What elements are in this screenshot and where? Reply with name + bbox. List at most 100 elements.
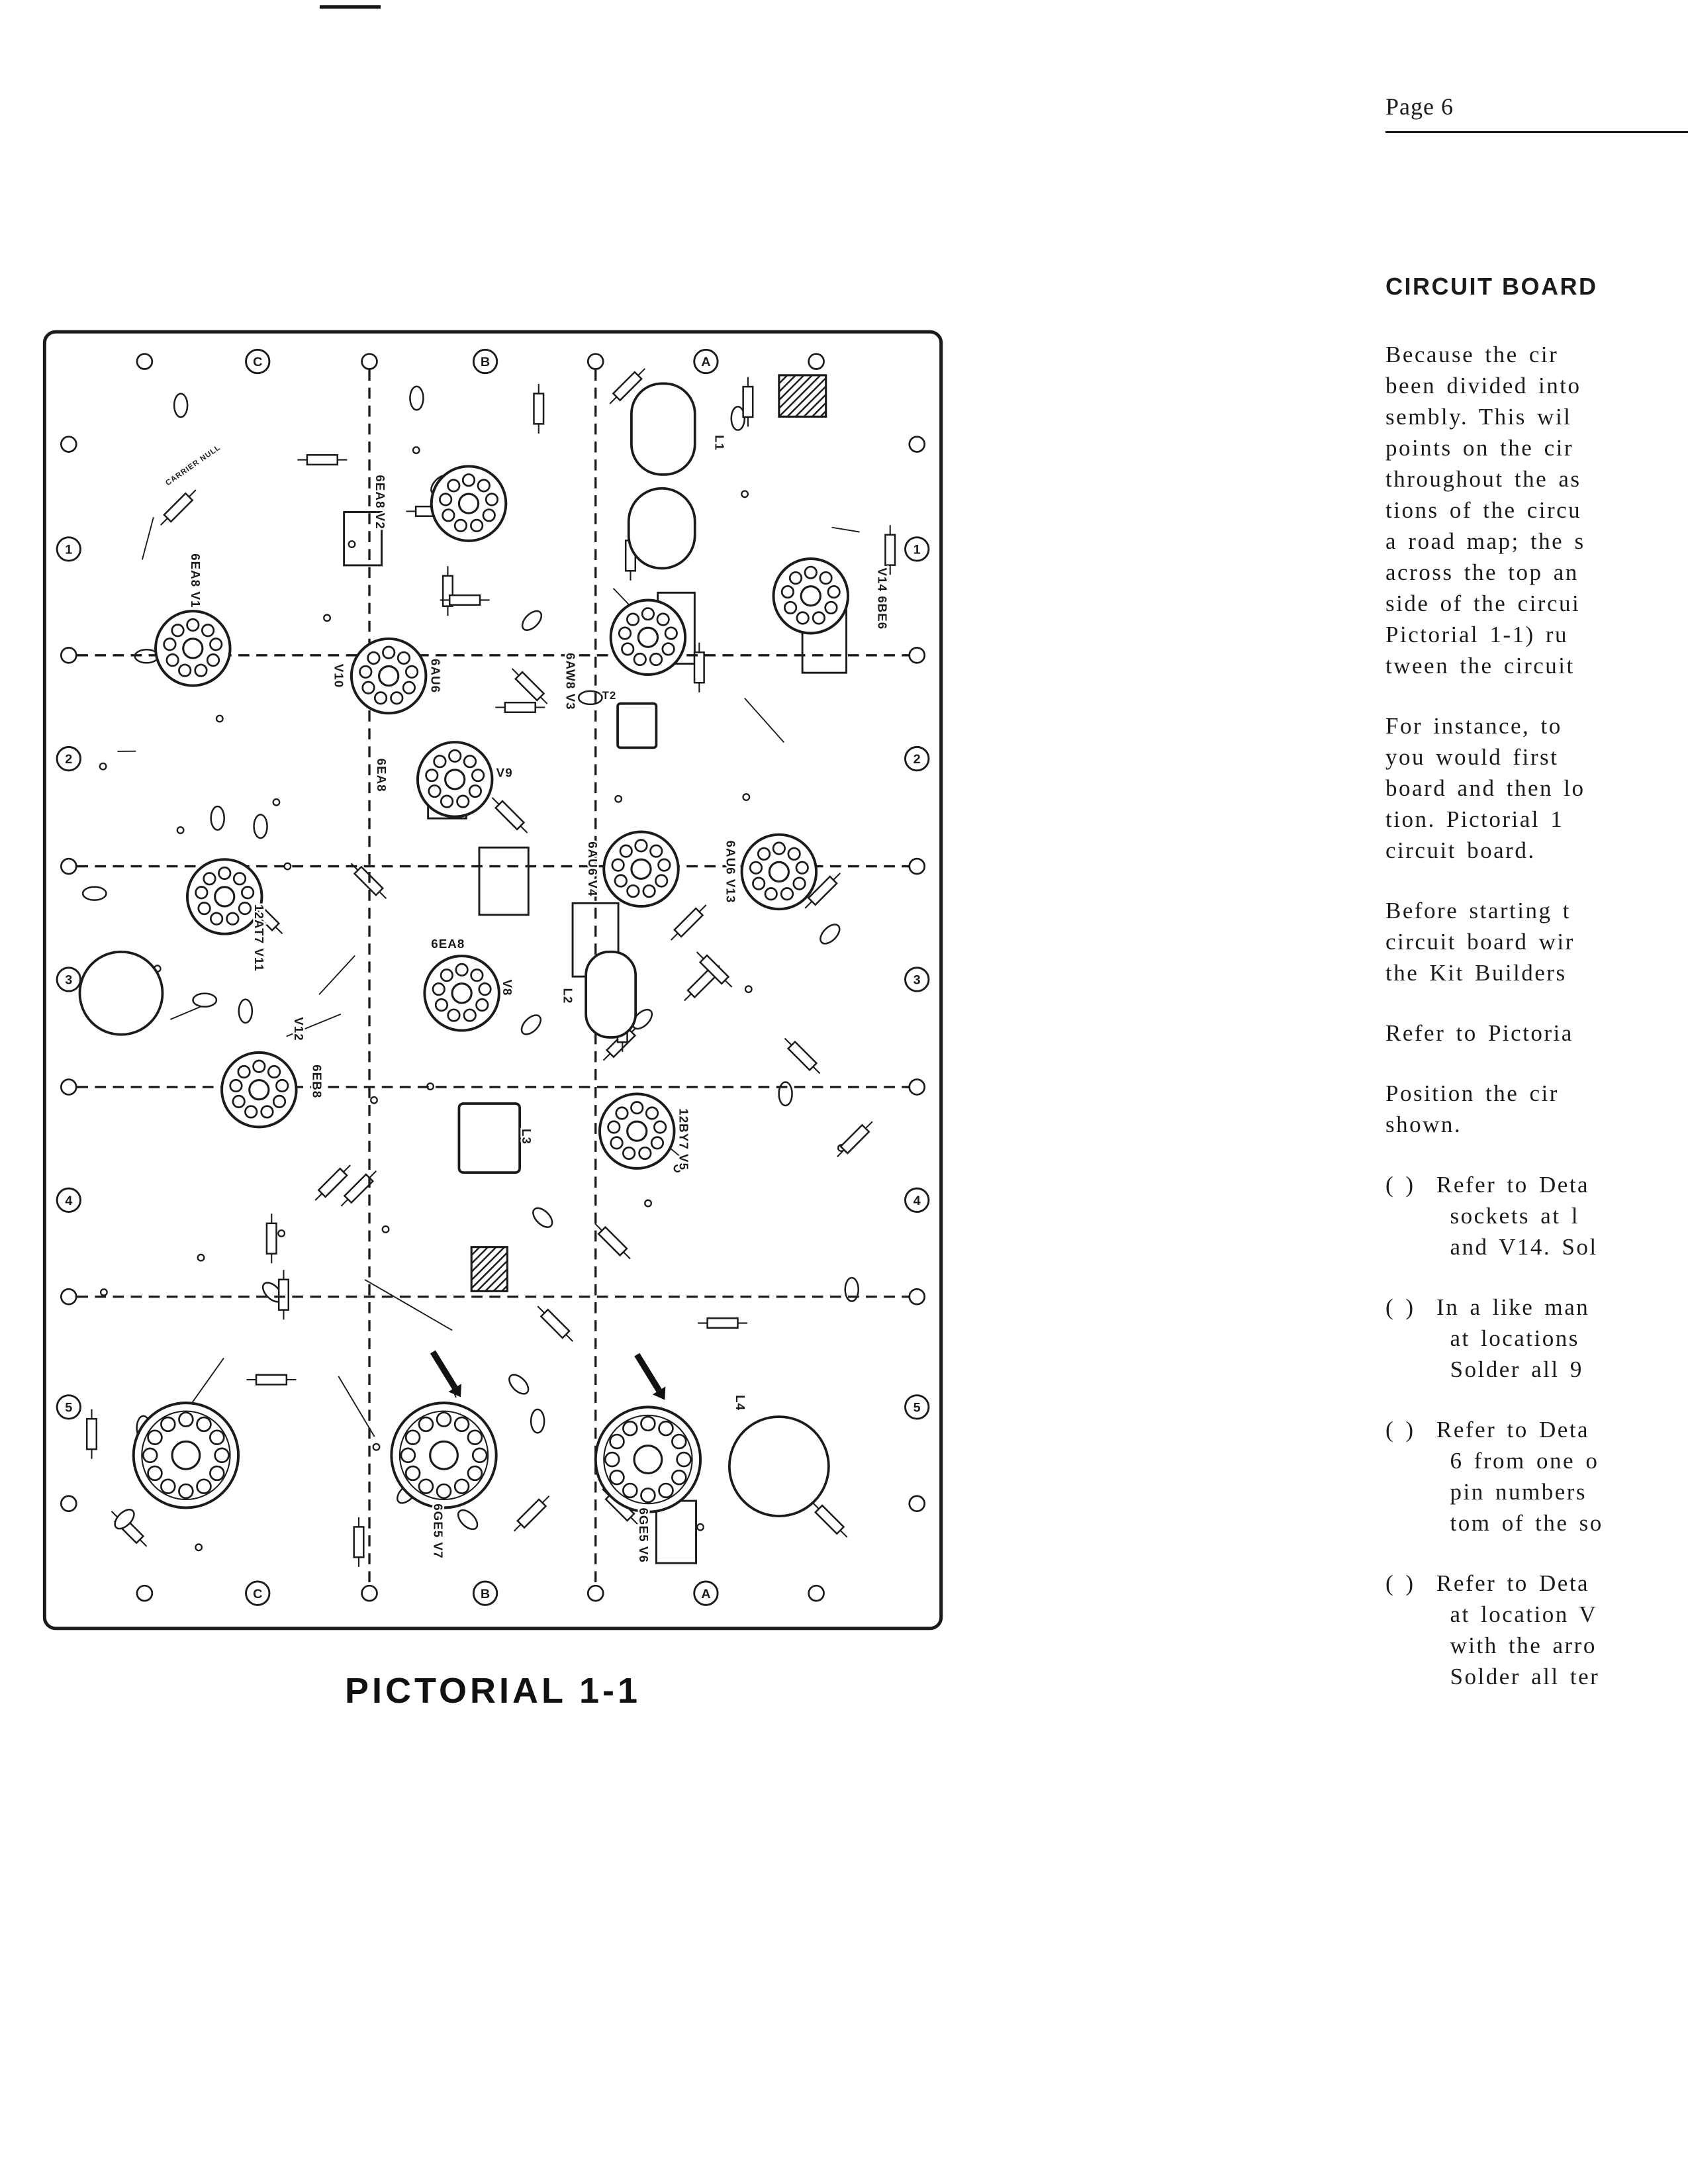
mounting-hole [60, 1288, 77, 1306]
wire-decor [318, 955, 355, 995]
socket-pin [404, 665, 419, 679]
eyelet-decor [176, 826, 185, 834]
socket-center [630, 858, 652, 880]
capacitor-decor [577, 690, 603, 706]
paragraph: Position the cir shown. [1385, 1080, 1559, 1137]
socket-pin [657, 858, 671, 872]
socket-pin [650, 1136, 665, 1150]
grid-ref-label: A [701, 355, 710, 369]
grid-ref-label: 3 [65, 973, 72, 988]
socket-center [633, 1445, 663, 1474]
socket-pin [361, 681, 375, 694]
resistor-decor [514, 671, 545, 702]
grid-ref [904, 967, 930, 992]
grid-ref-label: 2 [65, 752, 72, 767]
grid-ref [56, 1187, 81, 1213]
socket-pin [655, 874, 669, 888]
checklist-item: ( ) In a like man at locations Solder al… [1385, 1294, 1590, 1382]
socket-pin [397, 651, 411, 665]
socket-pin [453, 1478, 470, 1494]
socket-pin [165, 653, 179, 667]
diagram-label: L3 [520, 1129, 534, 1145]
resistor-decor [698, 954, 730, 985]
hatched-area [786, 377, 827, 418]
socket-pin [453, 518, 468, 533]
socket-pin [804, 565, 818, 579]
socket-pin [471, 769, 485, 783]
component-can-decor [343, 511, 383, 567]
resistor-decor [807, 875, 838, 906]
socket-pin [142, 1447, 158, 1464]
capacitor-decor [730, 405, 745, 431]
eyelet-decor [381, 1225, 390, 1233]
socket-pin [482, 508, 496, 522]
capacitor-decor [532, 1207, 553, 1228]
coil-l4 [727, 1415, 830, 1517]
diagram-label: 6AW8 V3 [564, 653, 578, 710]
capacitor-decor [192, 992, 218, 1008]
socket-pin [463, 1008, 477, 1022]
socket-pin [658, 1482, 674, 1499]
socket-pin [649, 652, 663, 667]
socket-pin [641, 607, 655, 621]
hatched-area [778, 374, 788, 385]
socket-pin [456, 794, 470, 808]
socket-pin [604, 1451, 620, 1468]
socket-pin [390, 691, 404, 705]
hatched-area [778, 374, 821, 418]
socket-pin [418, 1416, 434, 1433]
diagram-label: V8 [500, 979, 514, 996]
eyelet-decor [99, 762, 107, 771]
grid-ref-label: C [253, 355, 262, 369]
mounting-hole [60, 646, 77, 664]
socket-pin [461, 473, 476, 487]
socket-pin [485, 493, 499, 506]
socket-pin [241, 886, 255, 900]
grid-ref-label: 4 [914, 1194, 921, 1208]
resistor-decor [504, 701, 536, 714]
mounting-hole [908, 857, 926, 875]
socket-pin [614, 874, 628, 888]
socket-pin [260, 1105, 274, 1119]
socket-pin [661, 642, 675, 656]
diagram-label: 6EA8 [431, 937, 465, 951]
socket-pin [418, 1478, 434, 1494]
eyelet-decor [673, 1164, 682, 1173]
hatched-area [820, 410, 827, 418]
socket-pin [630, 1101, 644, 1115]
paragraph: Refer to Pictoria [1385, 1020, 1573, 1046]
scan-artifact [320, 5, 381, 9]
socket-pin [194, 663, 208, 677]
socket-pin [467, 1429, 483, 1445]
diagram-label: T2 [602, 689, 617, 702]
socket-pin [783, 600, 798, 615]
hatched-area [794, 385, 827, 418]
resistor-decor [163, 492, 194, 523]
socket-pin [196, 1478, 212, 1494]
pictorial-caption: PICTORIAL 1-1 [344, 1671, 641, 1711]
eyelet-decor [283, 862, 292, 871]
diagram-label: 6EA8 V2 [373, 475, 387, 529]
socket-pin [447, 479, 461, 493]
wire-decor [831, 526, 860, 533]
hatched-area [485, 1268, 508, 1292]
socket-pin [640, 1415, 656, 1432]
mounting-hole [136, 353, 154, 370]
grid-ref [472, 348, 498, 375]
hatched-area [471, 1246, 497, 1273]
socket-pin [428, 784, 442, 798]
socket-pin [178, 1483, 194, 1499]
socket-pin [160, 1478, 176, 1494]
grid-ref [245, 1580, 271, 1606]
eyelet-decor [323, 614, 331, 622]
transformer-t2 [616, 702, 658, 749]
pointer-arrow [430, 1350, 458, 1390]
capacitor-decor [81, 886, 107, 901]
socket-pin [780, 887, 794, 901]
socket-pin [470, 518, 484, 533]
socket-center [378, 665, 400, 687]
page-number-label: Page 6 [1385, 93, 1454, 120]
diagram-label: 6EA8 V1 [189, 553, 203, 608]
resistor-decor [673, 907, 704, 938]
mounting-hole [908, 1495, 926, 1513]
